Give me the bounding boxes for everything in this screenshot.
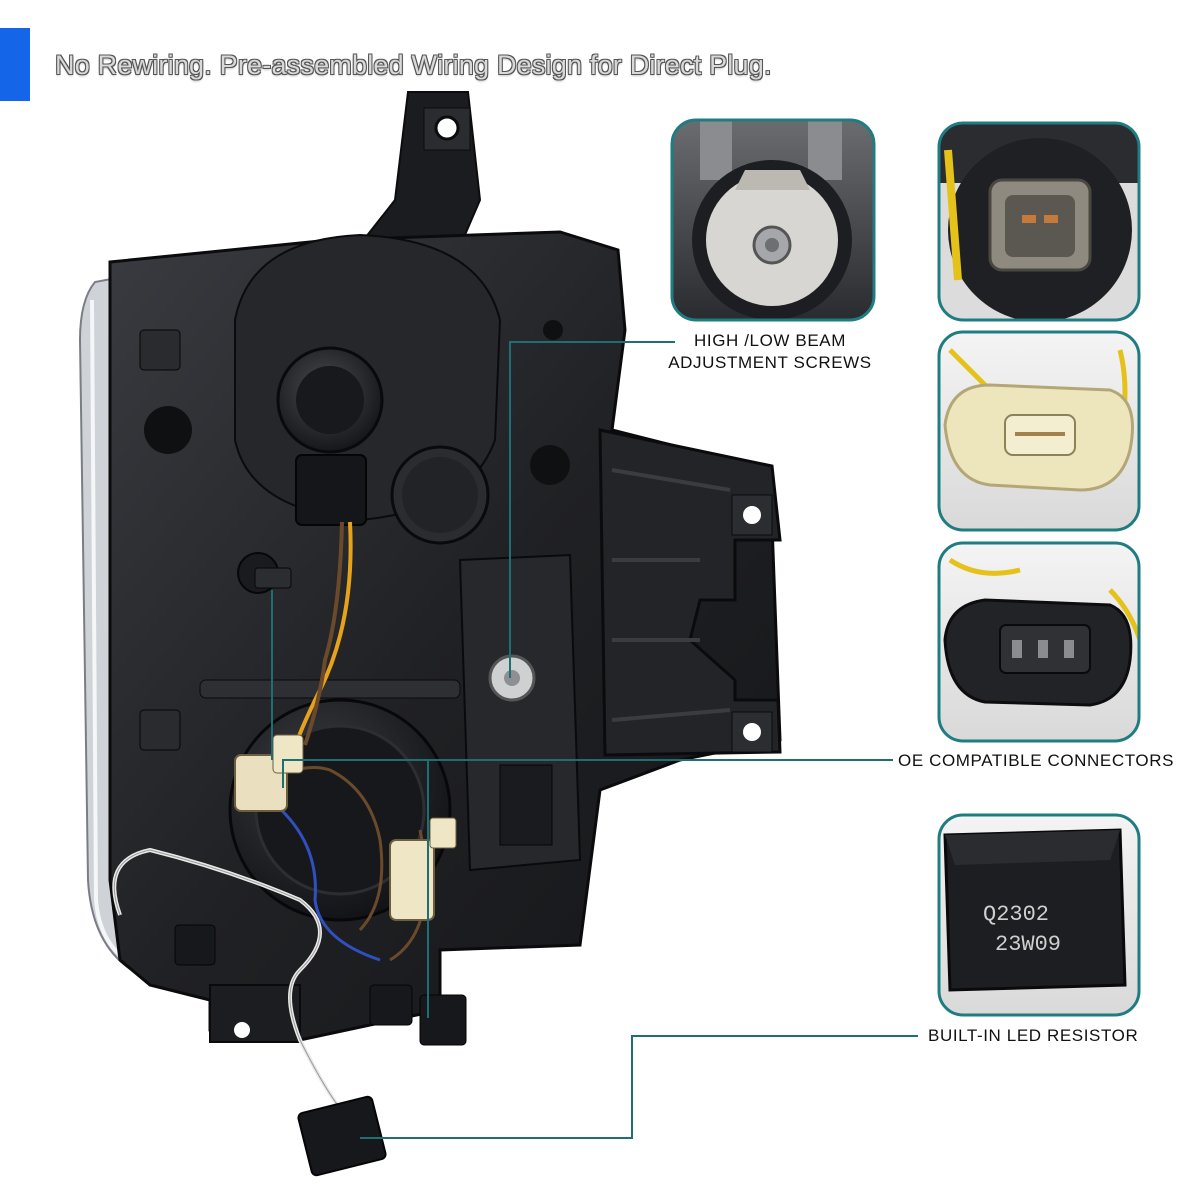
accent-bar bbox=[0, 28, 30, 101]
callout-led-resistor: BUILT-IN LED RESISTOR bbox=[928, 1026, 1139, 1045]
callout-adjustment-line1: HIGH /LOW BEAM bbox=[694, 331, 846, 350]
callout-lines bbox=[271, 341, 918, 1139]
thumbnail-gray-connector bbox=[937, 121, 1141, 322]
headlight-housing bbox=[78, 91, 782, 1177]
callout-adjustment-screws: HIGH /LOW BEAM ADJUSTMENT SCREWS bbox=[650, 330, 890, 374]
thumbnail-adjustment-screw bbox=[670, 118, 876, 322]
thumbnail-led-resistor: Q2302 23W09 bbox=[937, 813, 1141, 1017]
callout-oe-connectors: OE COMPATIBLE CONNECTORS bbox=[898, 751, 1175, 770]
resistor-code-2: 23W09 bbox=[995, 932, 1061, 957]
callout-adjustment-line2: ADJUSTMENT SCREWS bbox=[668, 353, 872, 372]
resistor-code-1: Q2302 bbox=[983, 902, 1049, 927]
page-title: No Rewiring. Pre-assembled Wiring Design… bbox=[55, 50, 772, 80]
thumbnail-cream-connector bbox=[937, 330, 1141, 532]
thumbnail-black-connector bbox=[937, 541, 1141, 743]
